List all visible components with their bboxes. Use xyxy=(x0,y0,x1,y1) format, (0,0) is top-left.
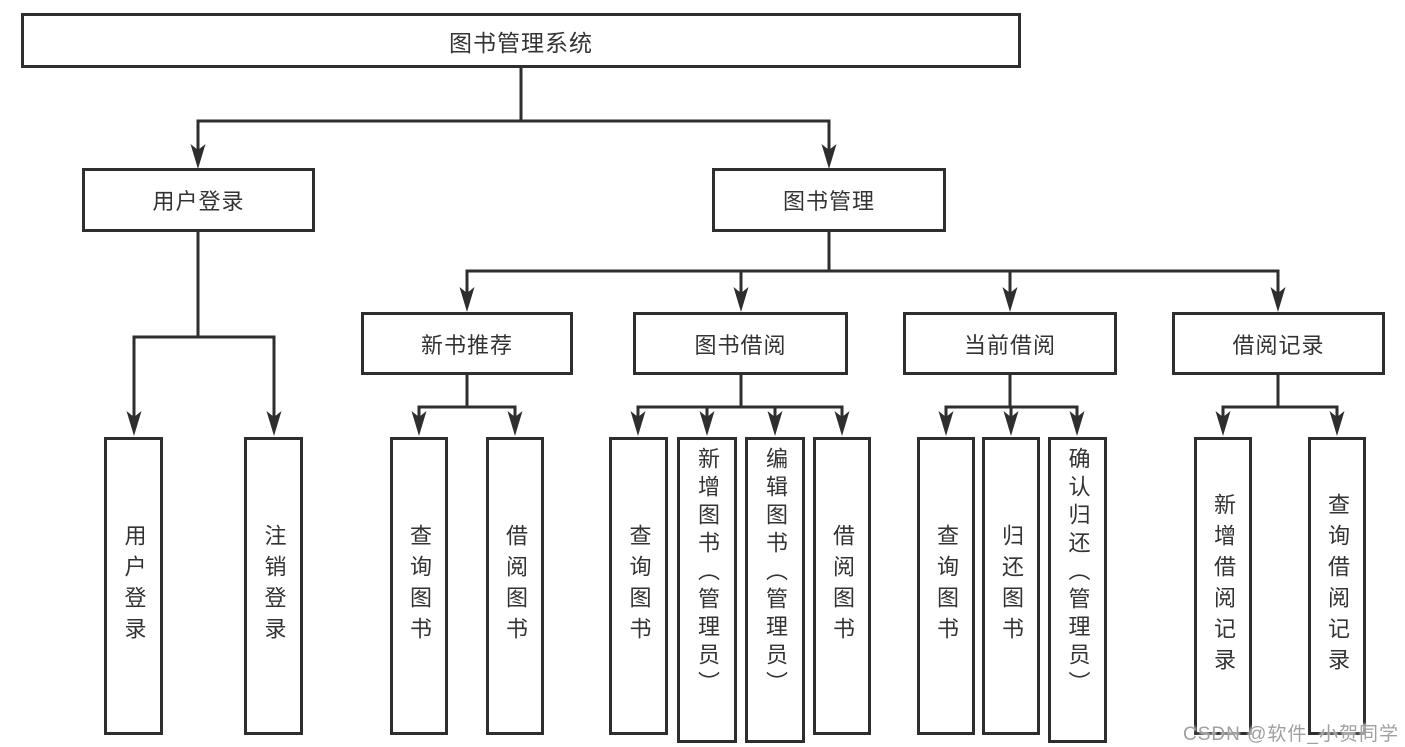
leaf-query-books-3-label: 查询图书 xyxy=(934,524,959,648)
arrowhead xyxy=(126,411,142,436)
leaf-return-books-label: 归还图书 xyxy=(999,524,1024,648)
arrowhead xyxy=(1002,287,1018,312)
leaf-query-books-1-label: 查询图书 xyxy=(407,524,432,648)
leaf-query-books-2-label: 查询图书 xyxy=(626,524,652,648)
leaf-add-books-admin-label: 新增图书（管理员） xyxy=(695,447,720,699)
node-user-login: 用户登录 xyxy=(82,168,315,232)
leaf-add-borrow-record: 新增借阅记录 xyxy=(1194,437,1252,735)
node-borrowing-records: 借阅记录 xyxy=(1172,312,1385,375)
node-book-management: 图书管理 xyxy=(712,168,946,232)
leaf-confirm-return-admin: 确认归还（管理员） xyxy=(1048,437,1107,743)
arrowhead xyxy=(411,411,427,436)
arrowhead xyxy=(1270,287,1286,312)
arrowhead xyxy=(699,411,715,436)
leaf-user-login: 用户登录 xyxy=(104,437,163,735)
arrowhead xyxy=(767,411,783,436)
leaf-edit-books-admin: 编辑图书（管理员） xyxy=(745,437,805,743)
leaf-borrow-books-1: 借阅图书 xyxy=(486,437,544,735)
arrowhead xyxy=(938,411,954,436)
leaf-confirm-return-admin-label: 确认归还（管理员） xyxy=(1065,447,1091,699)
leaf-return-books: 归还图书 xyxy=(982,437,1040,735)
leaf-logout-label: 注销登录 xyxy=(261,524,287,648)
arrowhead xyxy=(630,411,646,436)
leaf-query-borrow-record-label: 查询借阅记录 xyxy=(1325,493,1350,679)
arrowhead xyxy=(834,411,850,436)
arrowhead xyxy=(1003,411,1019,436)
csdn-watermark: CSDN @软件_小贺同学 xyxy=(1183,724,1399,745)
arrowhead xyxy=(507,411,523,436)
leaf-query-books-1: 查询图书 xyxy=(390,437,448,735)
arrowhead xyxy=(266,411,282,436)
arrowheads xyxy=(126,144,1345,436)
connector-lines xyxy=(132,68,1339,417)
arrowhead xyxy=(1069,411,1085,436)
arrowhead xyxy=(1329,411,1345,436)
node-current-borrowing: 当前借阅 xyxy=(903,312,1117,375)
node-book-borrowing: 图书借阅 xyxy=(633,312,848,375)
leaf-user-login-label: 用户登录 xyxy=(121,524,147,648)
arrowhead xyxy=(821,144,837,169)
leaf-add-books-admin: 新增图书（管理员） xyxy=(677,437,737,743)
arrowhead xyxy=(1215,411,1231,436)
leaf-edit-books-admin-label: 编辑图书（管理员） xyxy=(763,447,788,699)
leaf-query-books-3: 查询图书 xyxy=(917,437,975,735)
arrowhead xyxy=(733,287,749,312)
leaf-borrow-books-1-label: 借阅图书 xyxy=(503,524,528,648)
node-library-system: 图书管理系统 xyxy=(21,13,1021,68)
leaf-logout: 注销登录 xyxy=(244,437,303,735)
leaf-add-borrow-record-label: 新增借阅记录 xyxy=(1211,493,1236,679)
arrowhead xyxy=(459,287,475,312)
node-new-book-recommend: 新书推荐 xyxy=(361,312,573,375)
arrowhead xyxy=(190,144,206,169)
leaf-borrow-books-2: 借阅图书 xyxy=(813,437,871,735)
leaf-borrow-books-2-label: 借阅图书 xyxy=(830,524,855,648)
leaf-query-borrow-record: 查询借阅记录 xyxy=(1308,437,1366,735)
leaf-query-books-2: 查询图书 xyxy=(609,437,668,735)
